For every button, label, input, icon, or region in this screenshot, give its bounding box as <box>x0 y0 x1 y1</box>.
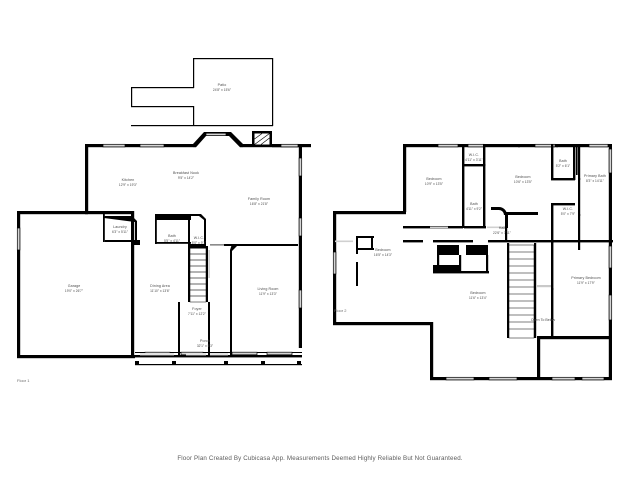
svg-text:9'5" x 14'2": 9'5" x 14'2" <box>178 176 194 180</box>
svg-text:8'3" x 14'11": 8'3" x 14'11" <box>586 179 604 183</box>
room-label-primary-bath: Primary Bath 8'3" x 14'11" <box>584 174 606 183</box>
svg-text:W.I.C.: W.I.C. <box>194 236 204 240</box>
svg-text:11'9" x 17'9": 11'9" x 17'9" <box>577 281 595 285</box>
porch-posts <box>135 361 302 366</box>
room-label-garage: Garage 19'0" x 26'7" <box>65 284 83 293</box>
svg-text:4'11" x 9'2": 4'11" x 9'2" <box>466 207 482 211</box>
svg-text:24'8" x 15'6": 24'8" x 15'6" <box>213 88 231 92</box>
room-label-bedroom-1: Bedroom 10'9" x 13'5" <box>425 177 443 186</box>
footer-disclaimer: Floor Plan Created By Cubicasa App. Meas… <box>177 455 463 462</box>
svg-text:Bedroom: Bedroom <box>375 248 390 252</box>
svg-text:5'5" x 4'11": 5'5" x 4'11" <box>164 239 180 243</box>
svg-text:Primary Bath: Primary Bath <box>584 174 606 178</box>
room-label-porch: Porch 32'1" x 5'3" <box>197 339 213 348</box>
svg-text:4'11" x 3'11": 4'11" x 3'11" <box>465 158 483 162</box>
svg-text:10'6" x 13'5": 10'6" x 13'5" <box>514 180 532 184</box>
room-label-wic-2: W.I.C. 5'0" x 7'9" <box>561 207 576 216</box>
svg-text:Bath: Bath <box>470 202 478 206</box>
svg-text:Living Room: Living Room <box>257 287 278 291</box>
room-label-bedroom-4: Bedroom 11'6" x 13'4" <box>469 291 487 300</box>
svg-text:Laundry: Laundry <box>113 225 127 229</box>
open-to-below-label: Open To Below <box>531 318 556 322</box>
svg-text:W.I.C.: W.I.C. <box>563 207 573 211</box>
svg-text:Patio: Patio <box>218 83 227 87</box>
svg-text:19'0" x 26'7": 19'0" x 26'7" <box>65 289 83 293</box>
svg-text:Bedroom: Bedroom <box>470 291 485 295</box>
svg-text:Breakfast Nook: Breakfast Nook <box>173 171 199 175</box>
floor-1-interior-walls <box>85 211 298 358</box>
floor-2-label: Floor 2 <box>334 308 347 313</box>
floor-2-staircase <box>508 244 535 339</box>
svg-text:12'9" x 19'3": 12'9" x 19'3" <box>119 183 137 187</box>
svg-text:Bedroom: Bedroom <box>426 177 441 181</box>
svg-text:Bedroom: Bedroom <box>515 175 530 179</box>
svg-text:5'2" x 6'1": 5'2" x 6'1" <box>556 164 571 168</box>
room-label-wic-1: W.I.C. 4'11" x 3'11" <box>465 153 483 162</box>
room-label-bath-2: Bath 5'2" x 6'1" <box>556 159 571 168</box>
svg-text:Family Room: Family Room <box>248 197 270 201</box>
svg-text:11'9" x 13'3": 11'9" x 13'3" <box>259 292 277 296</box>
svg-text:11'10" x 13'6": 11'10" x 13'6" <box>150 289 170 293</box>
svg-text:Garage: Garage <box>68 284 81 288</box>
svg-text:16'8" x 21'8": 16'8" x 21'8" <box>250 202 268 206</box>
room-label-bedroom-2: Bedroom 10'6" x 13'5" <box>514 175 532 184</box>
svg-text:32'1" x 5'3": 32'1" x 5'3" <box>197 344 213 348</box>
svg-text:Primary Bedroom: Primary Bedroom <box>571 276 600 280</box>
room-label-bath-floor1: Bath 5'5" x 4'11" <box>164 234 180 243</box>
svg-text:Foyer: Foyer <box>192 307 202 311</box>
floor-2-interior-walls <box>335 144 613 338</box>
room-label-laundry: Laundry 6'3" x 5'11" <box>112 225 128 234</box>
svg-text:Bath: Bath <box>559 159 567 163</box>
svg-text:Dining Area: Dining Area <box>150 284 170 288</box>
svg-text:11'6" x 13'4": 11'6" x 13'4" <box>469 296 487 300</box>
svg-text:5'0" x 9'1": 5'0" x 9'1" <box>192 241 207 245</box>
room-label-dining-area: Dining Area 11'10" x 13'6" <box>150 284 170 293</box>
floor-1-staircase <box>189 246 207 303</box>
svg-text:22'6" x 7'11": 22'6" x 7'11" <box>493 231 511 235</box>
room-label-patio: Patio 24'8" x 15'6" <box>213 83 231 92</box>
floor-2-group: Bedroom 10'9" x 13'5" W.I.C. 4'11" x 3'1… <box>332 143 613 381</box>
svg-text:5'0" x 7'9": 5'0" x 7'9" <box>561 212 576 216</box>
room-label-kitchen: Kitchen 12'9" x 19'3" <box>119 178 137 187</box>
svg-text:Hall: Hall <box>499 226 506 230</box>
room-label-family-room: Family Room 16'8" x 21'8" <box>248 197 270 206</box>
svg-text:6'3" x 5'11": 6'3" x 5'11" <box>112 230 128 234</box>
floor-1-label: Floor 1 <box>17 378 30 383</box>
svg-text:16'5" x 14'3": 16'5" x 14'3" <box>374 253 392 257</box>
room-label-primary-bedroom: Primary Bedroom 11'9" x 17'9" <box>571 276 600 285</box>
floor-1-group: Patio 24'8" x 15'6" <box>16 58 311 383</box>
svg-text:7'11" x 12'2": 7'11" x 12'2" <box>188 312 206 316</box>
svg-text:10'9" x 13'5": 10'9" x 13'5" <box>425 182 443 186</box>
svg-text:Kitchen: Kitchen <box>122 178 135 182</box>
room-label-living-room: Living Room 11'9" x 13'3" <box>257 287 278 296</box>
patio-outline <box>131 58 274 127</box>
room-label-foyer: Foyer 7'11" x 12'2" <box>188 307 206 316</box>
svg-text:Bath: Bath <box>168 234 176 238</box>
room-label-breakfast-nook: Breakfast Nook 9'5" x 14'2" <box>173 171 199 180</box>
floor-2-windows <box>332 143 613 381</box>
svg-text:Porch: Porch <box>200 339 210 343</box>
room-label-bath-1: Bath 4'11" x 9'2" <box>466 202 482 211</box>
svg-text:W.I.C.: W.I.C. <box>469 153 479 157</box>
room-label-hall: Hall 22'6" x 7'11" <box>493 226 511 235</box>
room-label-wic-floor1: W.I.C. 5'0" x 9'1" <box>192 236 207 245</box>
room-label-bedroom-3: Bedroom 16'5" x 14'3" <box>374 248 392 257</box>
